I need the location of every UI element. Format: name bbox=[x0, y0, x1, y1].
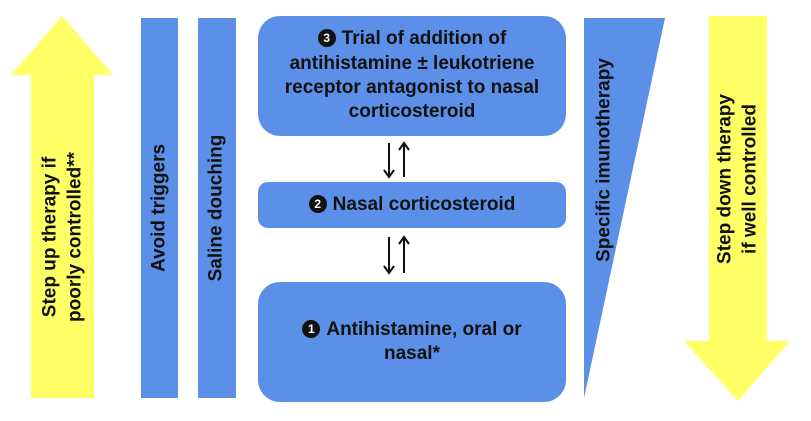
step3-line1: Trial of addition of bbox=[341, 28, 507, 50]
step3-number: 3 bbox=[317, 29, 336, 48]
step3-line3: receptor antagonist to nasal bbox=[284, 77, 540, 98]
step-up-line1: Step up therapy if bbox=[38, 156, 60, 317]
step3-box: 3 Trial of addition of antihistamine ± le… bbox=[258, 16, 566, 136]
exchange-arrows-upper bbox=[383, 141, 410, 179]
step-down-line2: if well controlled bbox=[739, 103, 760, 254]
step-up-arrow bbox=[11, 16, 113, 398]
step1-box: 1 Antihistamine, oral or nasal* bbox=[258, 282, 566, 402]
step2-number: 2 bbox=[308, 194, 327, 213]
step2-text: Nasal corticosteroid bbox=[332, 193, 516, 215]
step2-box: 2 Nasal corticosteroid bbox=[258, 182, 566, 228]
immunotherapy-label-area: Specific imunotherapy bbox=[584, 40, 626, 280]
step-up-label: Step up therapy if poorly controlled** bbox=[31, 75, 94, 398]
step3-line4: corticosteroid bbox=[348, 101, 476, 123]
step3-line2: antihistamine ± leukotriene bbox=[289, 52, 535, 74]
step1-line2: nasal* bbox=[384, 343, 440, 364]
exchange-arrows-lower bbox=[383, 235, 410, 275]
step-down-line1: Step down therapy bbox=[714, 93, 736, 264]
immunotherapy-wedge bbox=[584, 18, 665, 398]
step-down-label: Step down therapy if well controlled bbox=[709, 16, 767, 341]
saline-douching-label: Saline douching bbox=[205, 134, 227, 282]
avoid-triggers-label: Avoid triggers bbox=[148, 143, 170, 273]
step1-number: 1 bbox=[302, 319, 321, 338]
step-up-line2: poorly controlled** bbox=[63, 151, 85, 322]
step1-line1: Antihistamine, oral or bbox=[326, 318, 522, 340]
step-down-arrow bbox=[684, 16, 790, 401]
saline-douching-bar: Saline douching bbox=[198, 18, 236, 398]
immunotherapy-label: Specific imunotherapy bbox=[593, 58, 615, 262]
avoid-triggers-bar: Avoid triggers bbox=[141, 18, 178, 398]
